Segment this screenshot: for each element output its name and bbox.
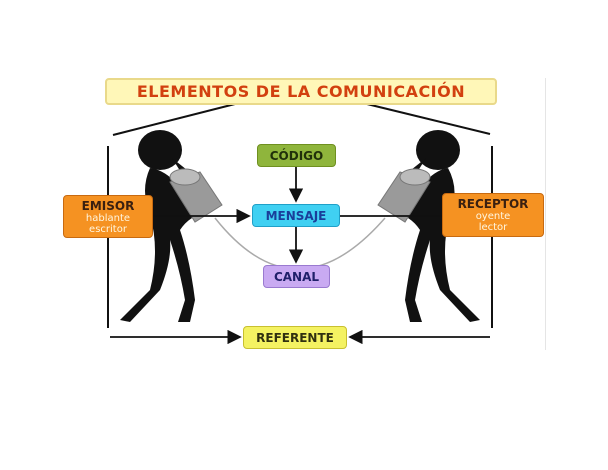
codigo-label: CÓDIGO [269, 148, 324, 163]
mensaje-box: MENSAJE [252, 204, 340, 227]
title-text: ELEMENTOS DE LA COMUNICACIÓN [136, 82, 466, 101]
emisor-line-escritor: escritor [89, 223, 127, 235]
emisor-can-icon [169, 168, 223, 223]
canal-box: CANAL [263, 265, 330, 288]
canal-label: CANAL [273, 269, 320, 284]
referente-label: REFERENTE [256, 330, 334, 345]
codigo-box: CÓDIGO [257, 144, 336, 167]
referente-box: REFERENTE [243, 326, 347, 349]
mensaje-label: MENSAJE [265, 208, 327, 223]
title-box: ELEMENTOS DE LA COMUNICACIÓN [105, 78, 497, 105]
receptor-can-icon [377, 168, 431, 223]
emisor-box: EMISOR hablante escritor [63, 195, 153, 238]
emisor-line-hablante: hablante [85, 212, 131, 224]
receptor-line-oyente: oyente [475, 211, 511, 222]
roof-line-right [366, 103, 491, 135]
receptor-line-lector: lector [478, 222, 508, 233]
emisor-label: EMISOR [81, 198, 135, 213]
receptor-label: RECEPTOR [457, 197, 529, 211]
receptor-box: RECEPTOR oyente lector [442, 193, 544, 237]
roof-line-left [112, 103, 236, 136]
